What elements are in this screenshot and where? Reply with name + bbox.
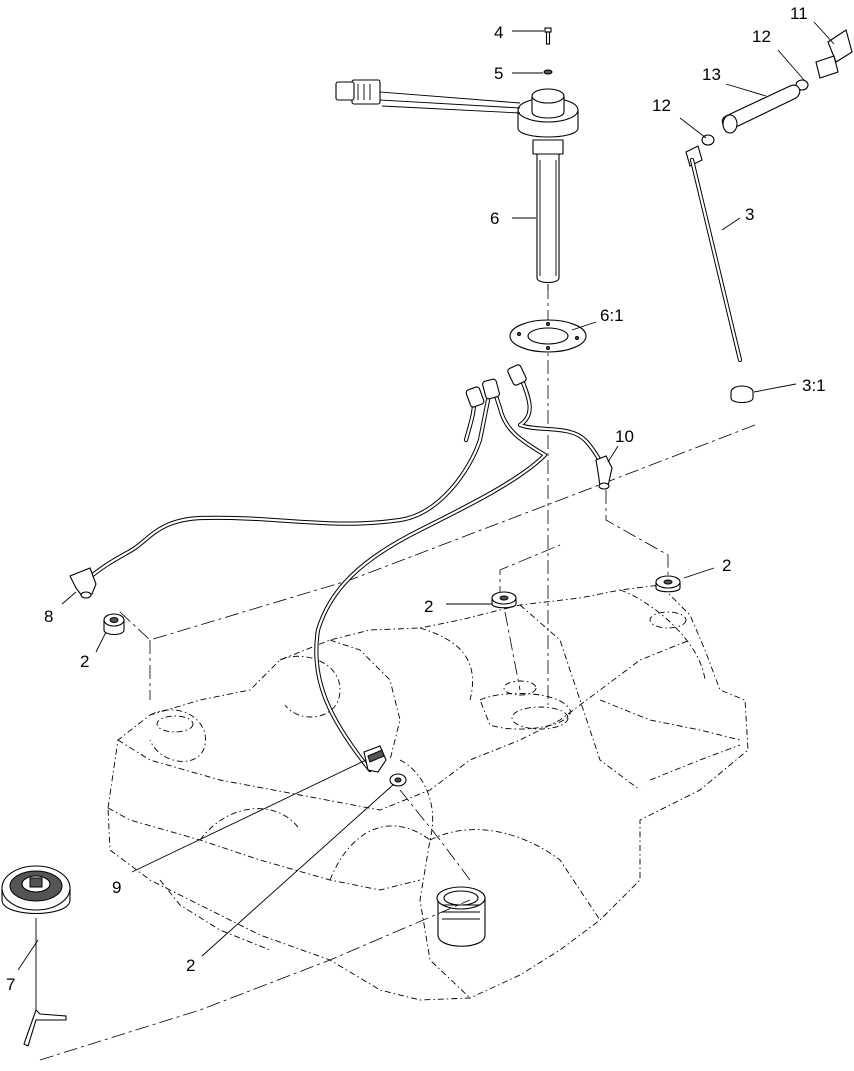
grommet-center <box>491 591 517 609</box>
fuel-lines <box>81 364 609 773</box>
callout-6: 6 <box>490 209 499 228</box>
callout-2-bottom: 2 <box>186 956 195 975</box>
fuel-sender-assembly <box>335 27 579 290</box>
callout-12-upper: 12 <box>752 27 771 46</box>
grommet-tank <box>389 773 407 787</box>
callout-3: 3 <box>745 205 754 224</box>
grommet-right <box>655 575 681 593</box>
callout-9: 9 <box>112 878 121 897</box>
center-lines <box>39 285 756 1061</box>
callout-2-center: 2 <box>424 597 433 616</box>
callout-8: 8 <box>44 607 53 626</box>
callout-labels: 4 5 11 12 13 12 6 3 6:1 3:1 10 2 2 8 2 9… <box>6 4 826 994</box>
grommet-left <box>103 613 125 636</box>
fitting-9 <box>363 745 387 773</box>
grommets <box>103 575 681 787</box>
callout-13: 13 <box>702 65 721 84</box>
callout-7: 7 <box>6 975 15 994</box>
callout-11: 11 <box>790 4 808 23</box>
callout-2-right: 2 <box>722 556 731 575</box>
callout-2-left: 2 <box>80 652 89 671</box>
sender-gasket <box>509 319 587 353</box>
callout-3-1: 3:1 <box>802 376 826 395</box>
filler-neck <box>436 886 486 947</box>
fitting-8 <box>69 567 97 599</box>
callout-5: 5 <box>494 64 503 83</box>
vent-assembly <box>685 29 853 404</box>
callout-6-1: 6:1 <box>600 306 624 325</box>
callout-4: 4 <box>494 23 503 42</box>
fuel-cap <box>1 865 71 1047</box>
fuel-tank <box>107 584 749 1001</box>
elbow-fitting-10 <box>595 455 613 490</box>
callout-12-lower: 12 <box>652 96 671 115</box>
callout-10: 10 <box>615 427 634 446</box>
leader-lines <box>17 21 835 971</box>
